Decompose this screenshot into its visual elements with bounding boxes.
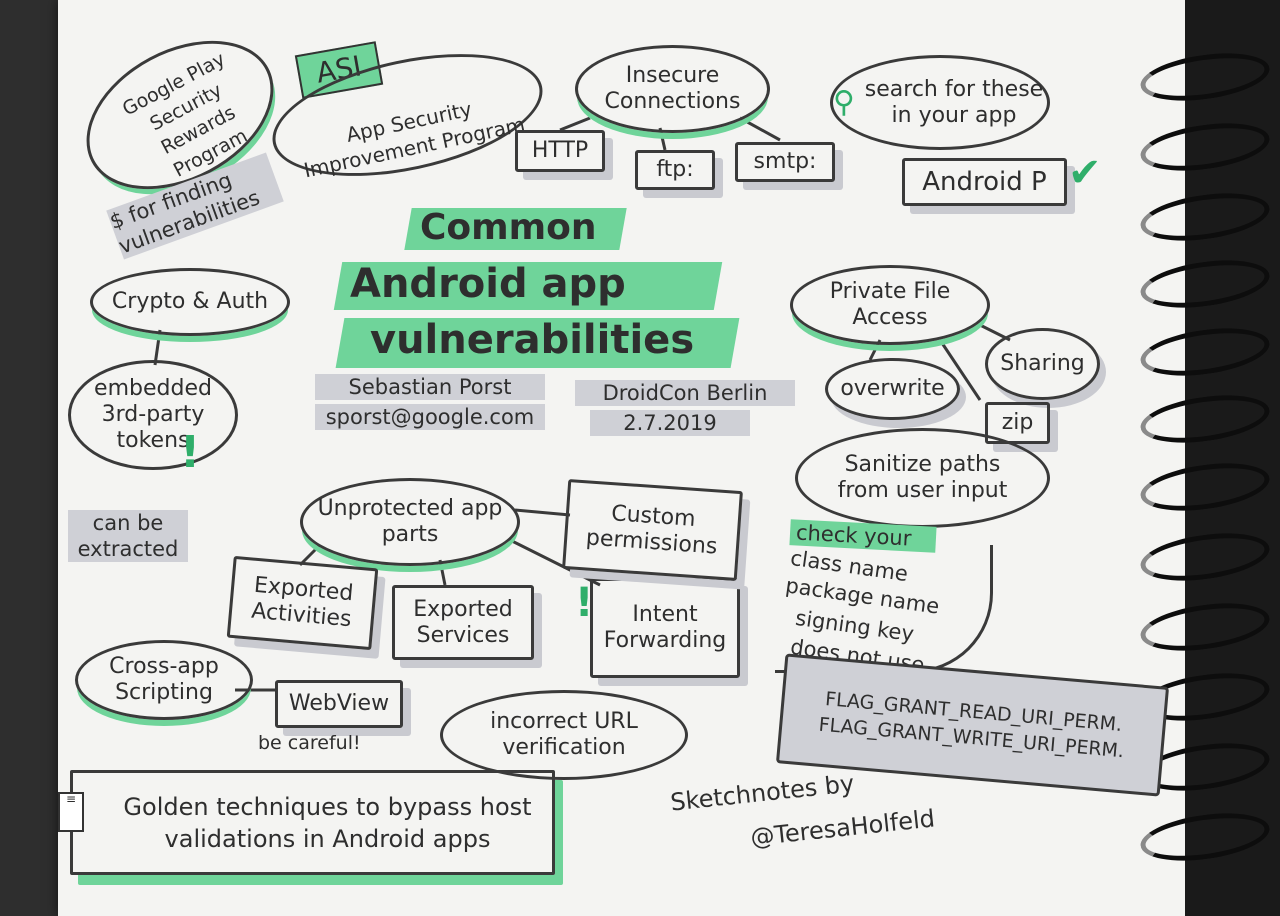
webview-box: WebView [275, 680, 403, 728]
xss-bubble: Cross-app Scripting [75, 640, 253, 720]
android-p-box: Android P [902, 158, 1067, 206]
sanitize-bubble: Sanitize paths from user input [795, 428, 1050, 528]
title-line-2: Android app [350, 261, 626, 307]
careful-note: be careful! [258, 732, 361, 754]
services-box: Exported Services [392, 585, 534, 660]
ftp-box: ftp: [635, 150, 715, 190]
intent-label: Intent Forwarding [603, 602, 727, 653]
webview-label: WebView [288, 691, 390, 716]
smtp-label: smtp: [753, 149, 817, 174]
search-text: search for these in your app [864, 76, 1044, 128]
event-name: DroidCon Berlin [575, 380, 795, 406]
tokens-bubble: embedded 3rd-party tokens [68, 360, 238, 470]
title-line-1: Common [420, 207, 597, 248]
permissions-box: Custom permissions [562, 479, 743, 581]
crypto-title: Crypto & Auth [111, 289, 269, 314]
overwrite-bubble: overwrite [825, 358, 960, 420]
speaker-name: Sebastian Porst [315, 374, 545, 400]
document-icon: ≡ [58, 792, 84, 832]
sharing-bubble: Sharing [985, 328, 1100, 400]
overwrite-label: overwrite [840, 376, 945, 401]
speaker-email: sporst@google.com [315, 404, 545, 430]
ftp-label: ftp: [656, 157, 694, 182]
golden-text: Golden techniques to bypass host validat… [123, 792, 532, 853]
intent-warning-icon: ! [575, 580, 594, 626]
golden-box: Golden techniques to bypass host validat… [70, 770, 555, 875]
binder [1185, 0, 1280, 916]
sanitize-text: Sanitize paths from user input [837, 452, 1008, 503]
http-label: HTTP [531, 138, 589, 163]
insecure-title: Insecure Connections [604, 63, 741, 114]
url-text: incorrect URL verification [490, 709, 638, 760]
intent-box: Intent Forwarding [590, 578, 740, 678]
android-p-label: Android P [922, 167, 1047, 197]
xss-title: Cross-app Scripting [109, 654, 219, 705]
private-file-bubble: Private File Access [790, 265, 990, 345]
activities-box: Exported Activities [226, 555, 379, 651]
services-label: Exported Services [413, 596, 513, 648]
activities-label: Exported Activities [250, 572, 355, 633]
insecure-bubble: Insecure Connections [575, 45, 770, 133]
sharing-label: Sharing [1000, 351, 1085, 376]
checkmark-icon: ✔ [1068, 150, 1102, 196]
crypto-bubble: Crypto & Auth [90, 268, 290, 336]
warning-icon: ! [180, 427, 201, 478]
smtp-box: smtp: [735, 142, 835, 182]
zip-label: zip [1001, 410, 1034, 435]
http-box: HTTP [515, 130, 605, 172]
private-file-title: Private File Access [829, 279, 951, 330]
unprotected-bubble: Unprotected app parts [300, 478, 520, 566]
zip-box: zip [985, 402, 1050, 444]
url-bubble: incorrect URL verification [440, 690, 688, 780]
search-icon: ⚲ [833, 84, 855, 120]
crypto-note: can be extracted [68, 510, 188, 562]
unprotected-title: Unprotected app parts [317, 496, 503, 547]
permissions-label: Custom permissions [585, 501, 719, 560]
search-bubble: ⚲ search for these in your app [830, 55, 1050, 150]
title-line-3: vulnerabilities [370, 317, 695, 363]
tokens-text: embedded 3rd-party tokens [94, 376, 212, 453]
event-date: 2.7.2019 [590, 410, 750, 436]
